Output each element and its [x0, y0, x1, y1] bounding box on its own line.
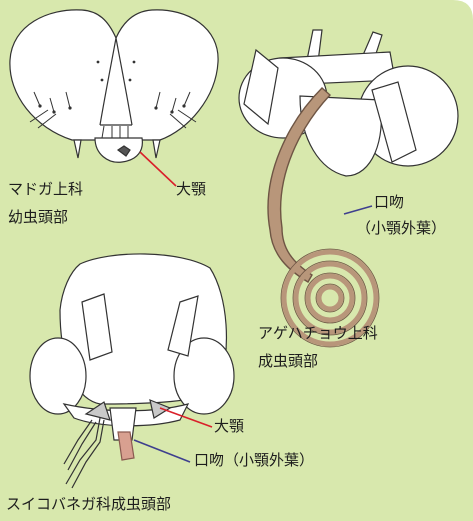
- suiko-compound-eye-left: [30, 338, 86, 414]
- suiko-mandible-label: 大顎: [214, 418, 244, 435]
- madoga-mandible-label: 大顎: [176, 181, 206, 198]
- suiko-proboscis-label: 口吻（小顎外葉）: [194, 452, 314, 469]
- madoga-caption-line1: マドガ上科: [8, 181, 83, 198]
- ageha-caption-line1: アゲハチョウ上科: [258, 325, 378, 342]
- ageha-proboscis-label: 口吻: [374, 194, 404, 211]
- ageha-proboscis-sublabel: （小顎外葉）: [356, 220, 446, 237]
- madoga-caption-line2: 幼虫頭部: [8, 209, 68, 226]
- suiko-caption: スイコバネガ科成虫頭部: [6, 496, 171, 513]
- ageha-caption-line2: 成虫頭部: [258, 353, 318, 370]
